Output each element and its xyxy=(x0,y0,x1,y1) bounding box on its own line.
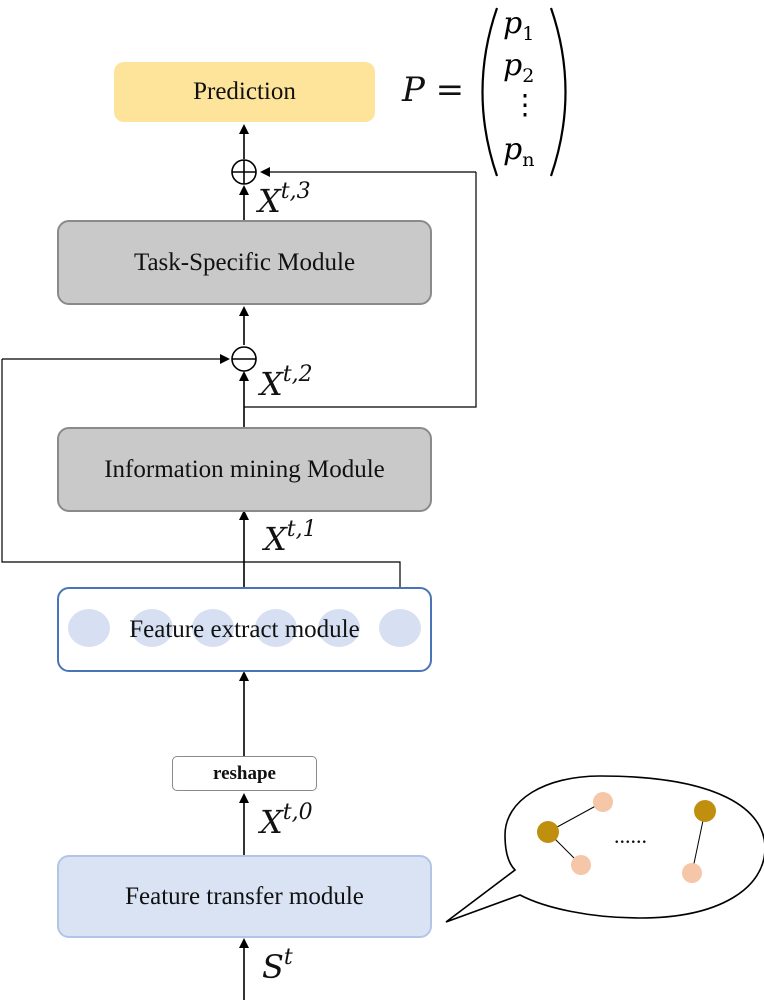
neuron-node xyxy=(318,609,360,647)
minus-operator-icon xyxy=(231,346,257,372)
neuron-node xyxy=(131,609,173,647)
vector-entry-pn: pn xyxy=(503,132,535,171)
graph-node-peach xyxy=(571,855,591,875)
label-x-t1: Xt,1 xyxy=(264,517,317,558)
plus-operator-icon xyxy=(231,159,257,185)
feature-transfer-label: Feature transfer module xyxy=(125,882,364,910)
graph-ellipsis: ...... xyxy=(614,823,647,848)
label-x-t2: Xt,2 xyxy=(260,362,313,403)
feature-extract-module: Feature extract module xyxy=(57,587,432,672)
information-mining-label: Information mining Module xyxy=(104,455,385,483)
graph-node-peach xyxy=(593,792,613,812)
information-mining-module: Information mining Module xyxy=(57,427,432,512)
vector-entry-p2: p2 xyxy=(503,48,535,87)
label-s-t: St xyxy=(262,945,293,986)
label-x-t0: Xt,0 xyxy=(260,800,313,841)
vector-entry-vdots: ⋮ xyxy=(511,88,539,121)
graph-node-gold xyxy=(537,821,559,843)
graph-speech-bubble xyxy=(445,775,764,923)
neuron-node xyxy=(68,609,110,647)
matrix-right-paren xyxy=(549,7,567,177)
neuron-node xyxy=(255,609,297,647)
task-specific-label: Task-Specific Module xyxy=(133,248,356,276)
neuron-node xyxy=(379,609,421,647)
feature-extract-label: Feature extract module xyxy=(129,615,360,643)
vector-entry-p1: p1 xyxy=(503,6,535,45)
label-x-t3: Xt,3 xyxy=(258,179,311,220)
prediction-box: Prediction xyxy=(114,62,375,122)
feature-transfer-module: Feature transfer module xyxy=(57,855,432,938)
skip-line-to-plus xyxy=(244,172,477,408)
reshape-box: reshape xyxy=(172,756,317,791)
output-vector-lhs: P = xyxy=(402,70,465,110)
reshape-label: reshape xyxy=(213,762,276,784)
task-specific-module: Task-Specific Module xyxy=(57,220,432,305)
prediction-label: Prediction xyxy=(193,78,296,105)
matrix-left-paren xyxy=(481,7,499,177)
output-vector-entries: p1 p2 ⋮ pn xyxy=(503,6,547,174)
neuron-node xyxy=(192,609,234,647)
neuron-row xyxy=(68,609,421,647)
graph-node-gold xyxy=(694,800,716,822)
graph-node-peach xyxy=(682,863,702,883)
